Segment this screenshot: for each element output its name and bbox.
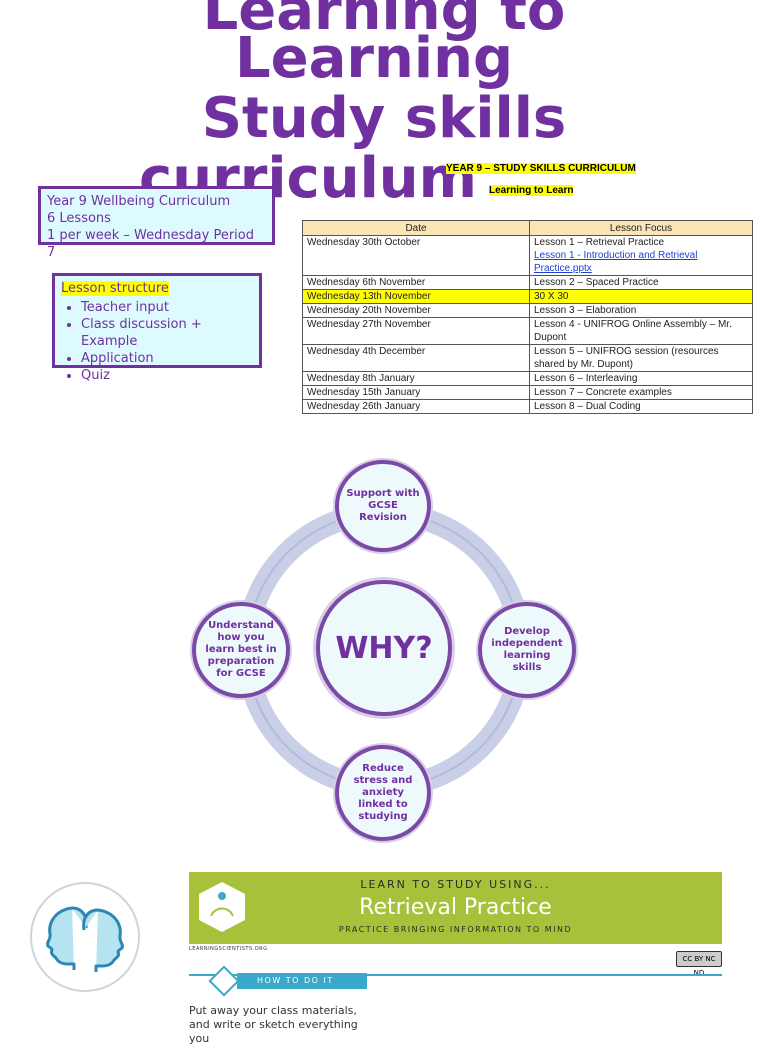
how-to-divider bbox=[189, 974, 722, 976]
lesson-structure-heading: Lesson structure bbox=[61, 281, 169, 296]
site-label: LEARNINGSCIENTISTS.ORG bbox=[189, 946, 268, 952]
page-title-line1: Learning to bbox=[202, 0, 566, 43]
why-center-node: WHY? bbox=[316, 580, 452, 716]
table-row: Wednesday 27th November Lesson 4 - UNIFR… bbox=[302, 317, 753, 345]
table-row: Wednesday 20th November Lesson 3 – Elabo… bbox=[302, 303, 753, 318]
table-row: Wednesday 15th January Lesson 7 – Concre… bbox=[302, 385, 753, 400]
lesson-structure-list: Teacher input Class discussion + Example… bbox=[61, 299, 253, 384]
cc-license-badge: CC BY NC ND bbox=[676, 951, 722, 977]
list-item: Quiz bbox=[81, 367, 253, 384]
node-reduce-stress: Reduce stress and anxiety linked to stud… bbox=[335, 745, 431, 841]
column-header-focus: Lesson Focus bbox=[529, 220, 753, 236]
focus-cell: Lesson 1 – Retrieval Practice Lesson 1 -… bbox=[529, 235, 753, 276]
list-item: Teacher input bbox=[81, 299, 253, 316]
how-to-label: HOW TO DO IT bbox=[237, 973, 367, 989]
focus-cell: Lesson 8 – Dual Coding bbox=[529, 399, 753, 414]
date-cell: Wednesday 26th January bbox=[302, 399, 530, 414]
doc-title: YEAR 9 – STUDY SKILLS CURRICULUM bbox=[446, 163, 636, 174]
banner-top-text: LEARN TO STUDY USING... bbox=[360, 878, 551, 891]
focus-cell: Lesson 6 – Interleaving bbox=[529, 371, 753, 386]
date-cell: Wednesday 20th November bbox=[302, 303, 530, 318]
date-cell: Wednesday 30th October bbox=[302, 235, 530, 276]
lesson-structure-box: Lesson structure Teacher input Class dis… bbox=[52, 273, 262, 383]
doc-subtitle: Learning to Learn bbox=[489, 185, 574, 196]
table-row: Wednesday 6th November Lesson 2 – Spaced… bbox=[302, 275, 753, 290]
focus-cell: Lesson 7 – Concrete examples bbox=[529, 385, 753, 400]
lesson-1-link[interactable]: Lesson 1 - Introduction and Retrieval Pr… bbox=[534, 250, 698, 274]
date-cell: Wednesday 15th January bbox=[302, 385, 530, 400]
banner-sub-text: PRACTICE BRINGING INFORMATION TO MIND bbox=[338, 925, 573, 934]
poster-body-text: Put away your class materials, and write… bbox=[189, 1004, 358, 1045]
focus-cell: 30 X 30 bbox=[529, 289, 753, 304]
focus-text: Lesson 1 – Retrieval Practice bbox=[534, 237, 665, 248]
node-independent-learning: Develop independent learning skills bbox=[478, 602, 576, 698]
retrieval-practice-banner: LEARN TO STUDY USING... Retrieval Practi… bbox=[189, 872, 722, 944]
info-line: Year 9 Wellbeing Curriculum bbox=[47, 194, 231, 209]
table-row: Wednesday 4th December Lesson 5 – UNIFRO… bbox=[302, 344, 753, 372]
date-cell: Wednesday 6th November bbox=[302, 275, 530, 290]
focus-cell: Lesson 5 – UNIFROG session (resources sh… bbox=[529, 344, 753, 372]
focus-cell: Lesson 2 – Spaced Practice bbox=[529, 275, 753, 290]
node-understand-learning: Understand how you learn best in prepara… bbox=[192, 602, 290, 698]
info-line: 1 per week – Wednesday Period 7 bbox=[47, 228, 254, 260]
curriculum-info-box: Year 9 Wellbeing Curriculum 6 Lessons 1 … bbox=[38, 186, 275, 260]
focus-cell: Lesson 4 - UNIFROG Online Assembly – Mr.… bbox=[529, 317, 753, 345]
learning-scientists-logo-icon bbox=[199, 882, 245, 932]
list-item: Application bbox=[81, 350, 253, 367]
learning-scientists-faces-icon bbox=[30, 882, 140, 992]
date-cell: Wednesday 13th November bbox=[302, 289, 530, 304]
node-gcse-revision: Support with GCSE Revision bbox=[335, 460, 431, 552]
schedule-table: Date Lesson Focus Wednesday 30th October… bbox=[302, 220, 753, 414]
page-title-line2: Learning bbox=[234, 26, 514, 91]
focus-cell: Lesson 3 – Elaboration bbox=[529, 303, 753, 318]
banner-main-text: Retrieval Practice bbox=[359, 895, 552, 920]
table-row: Wednesday 8th January Lesson 6 – Interle… bbox=[302, 371, 753, 386]
date-cell: Wednesday 4th December bbox=[302, 344, 530, 372]
table-row: Wednesday 26th January Lesson 8 – Dual C… bbox=[302, 399, 753, 414]
page-title-line3: Study skills bbox=[201, 86, 567, 151]
date-cell: Wednesday 8th January bbox=[302, 371, 530, 386]
date-cell: Wednesday 27th November bbox=[302, 317, 530, 345]
hexagon-icon bbox=[208, 965, 240, 997]
table-row-highlighted: Wednesday 13th November 30 X 30 bbox=[302, 289, 753, 304]
list-item: Class discussion + Example bbox=[81, 316, 253, 350]
table-row: Wednesday 30th October Lesson 1 – Retrie… bbox=[302, 235, 753, 276]
column-header-date: Date bbox=[302, 220, 530, 236]
info-line: 6 Lessons bbox=[47, 211, 111, 226]
